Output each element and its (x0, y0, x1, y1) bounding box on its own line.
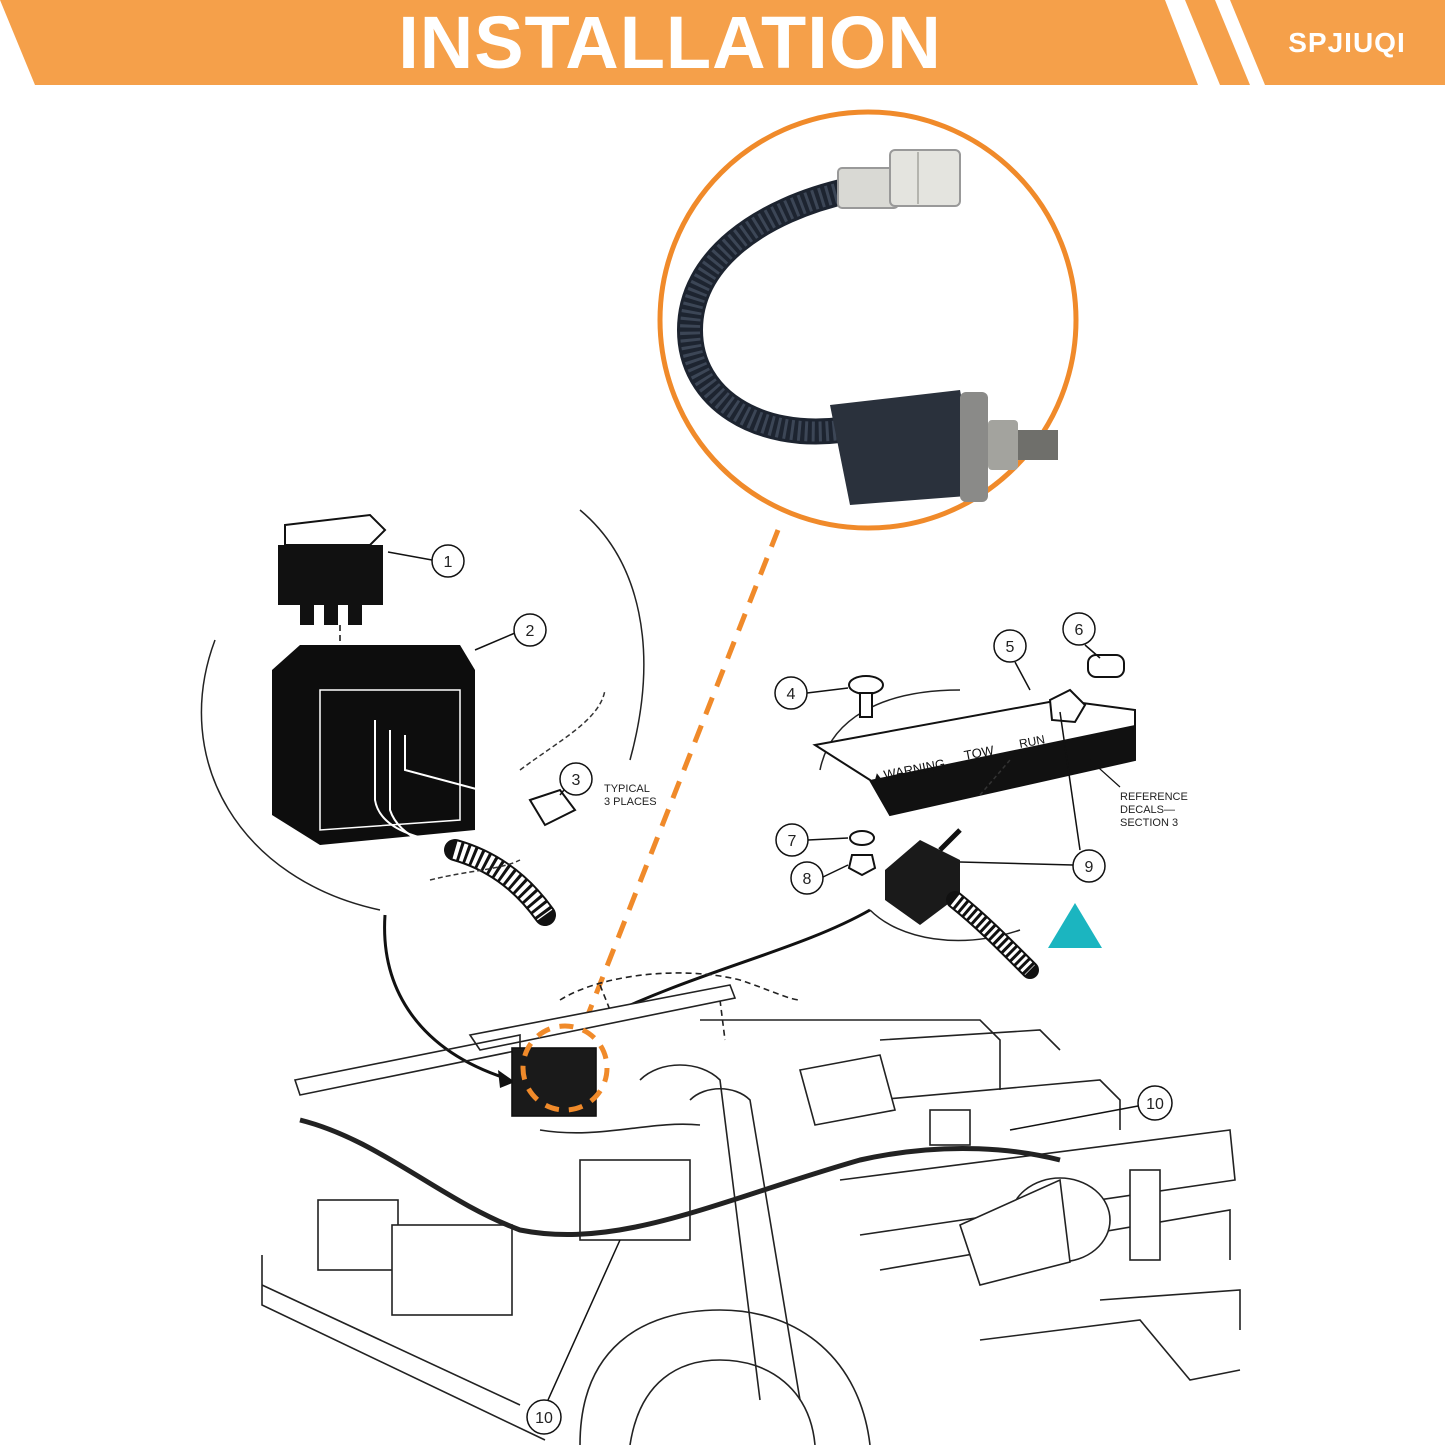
callout-label: 8 (803, 871, 812, 888)
note-typical-line1: TYPICAL (604, 783, 650, 795)
callout-10-upper: 10 (1009, 1085, 1173, 1131)
note-reference-line3: SECTION 3 (1120, 817, 1178, 829)
decal-run-text: RUN (1018, 732, 1046, 751)
header-banner: INSTALLATION SPJIUQI (0, 0, 1445, 85)
callout-label: 4 (787, 686, 796, 703)
callout-10-lower: 10 (526, 1239, 621, 1435)
callout-label: 7 (788, 833, 797, 850)
arrow-to-cart-left (383, 914, 506, 1080)
toggle-switch-detail (812, 654, 1136, 979)
cable-zoom-circle (657, 109, 1079, 531)
callout-4: 4 (774, 676, 849, 710)
callout-6: 6 (1062, 612, 1101, 659)
callout-7: 7 (775, 823, 849, 857)
page-title: INSTALLATION (398, 1, 942, 84)
banner-shape (0, 0, 1445, 85)
callout-label: 2 (526, 623, 535, 640)
cart-chassis-drawing (261, 972, 1241, 1445)
callout-label: 3 (572, 772, 581, 789)
callout-label: 10 (535, 1410, 553, 1427)
callout-1: 1 (387, 544, 465, 578)
cart-highlight-circle (520, 1023, 610, 1113)
note-reference-line2: DECALS— (1120, 804, 1175, 816)
note-reference-line1: REFERENCE (1120, 791, 1188, 803)
callout-3: 3 (559, 762, 593, 796)
decal-tow-text: TOW (963, 742, 996, 763)
rocker-switch-detail (200, 509, 645, 926)
brand-logo-text: SPJIUQI (1288, 26, 1406, 58)
callout-9: 9 (959, 711, 1106, 883)
callout-2: 2 (474, 613, 547, 651)
marker-triangle-icon (1048, 903, 1102, 948)
callout-label: 6 (1075, 622, 1084, 639)
callout-label: 9 (1085, 859, 1094, 876)
callout-8: 8 (790, 861, 849, 895)
callout-5: 5 (993, 629, 1031, 691)
callout-label: 5 (1006, 639, 1015, 656)
leader-dashed-line (579, 529, 781, 1031)
callout-label: 1 (444, 554, 453, 571)
note-typical-line2: 3 PLACES (604, 796, 657, 808)
callout-label: 10 (1146, 1096, 1164, 1113)
